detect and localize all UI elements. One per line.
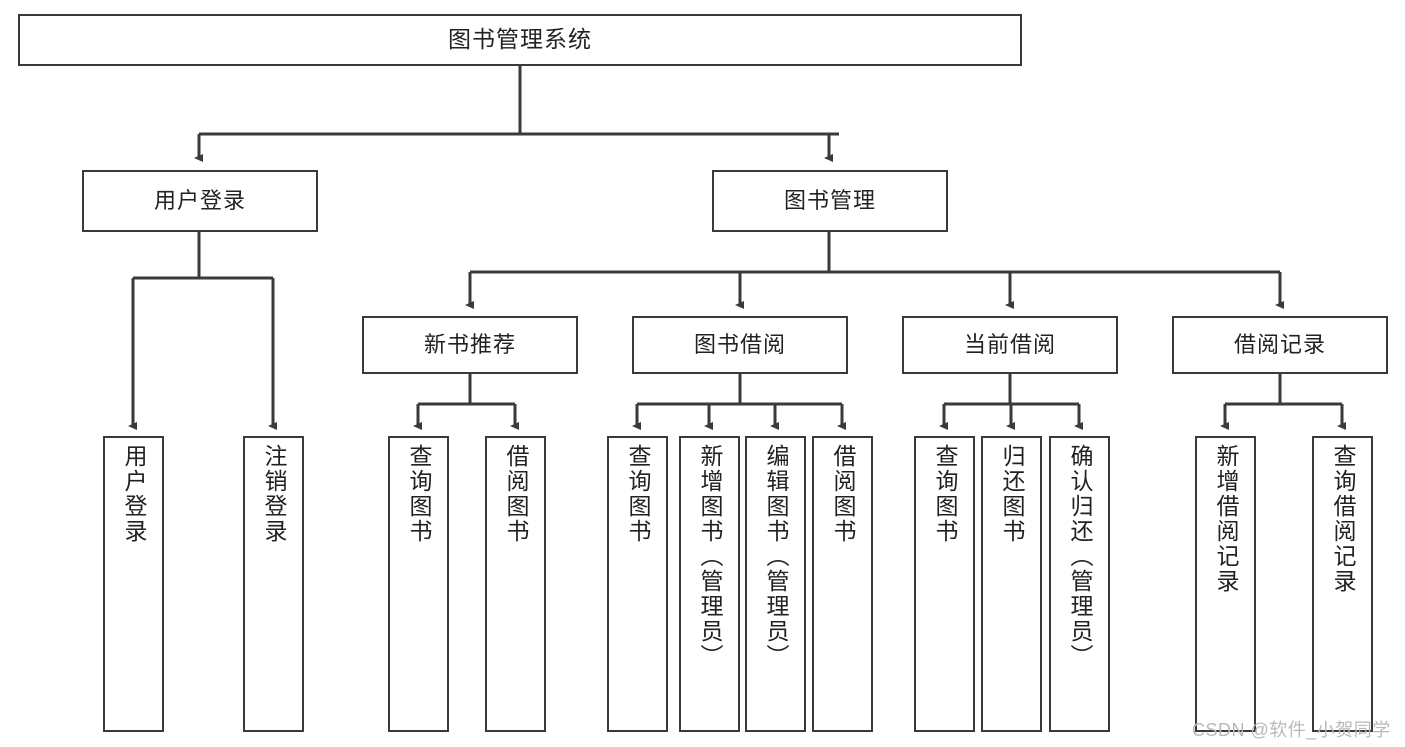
leaf-current-query-book-label: 查询图书 (932, 444, 958, 544)
leaf-add-borrow-record-label: 新增借阅记录 (1213, 444, 1239, 594)
leaf-logout[interactable]: 注销登录 (243, 436, 304, 732)
leaf-borrow-query-book[interactable]: 查询图书 (607, 436, 668, 732)
leaf-user-login-label: 用户登录 (121, 444, 147, 544)
node-borrow-record[interactable]: 借阅记录 (1172, 316, 1388, 374)
node-current-borrow-label: 当前借阅 (963, 332, 1056, 358)
leaf-add-book-admin[interactable]: 新增图书（管理员） (679, 436, 740, 732)
leaf-user-login[interactable]: 用户登录 (103, 436, 164, 732)
node-new-book-recommend[interactable]: 新书推荐 (362, 316, 578, 374)
leaf-query-borrow-record[interactable]: 查询借阅记录 (1312, 436, 1373, 732)
leaf-query-borrow-record-label: 查询借阅记录 (1330, 444, 1356, 594)
leaf-new-book-query-label: 查询图书 (406, 444, 432, 544)
leaf-confirm-return-admin[interactable]: 确认归还（管理员） (1049, 436, 1110, 732)
node-current-borrow[interactable]: 当前借阅 (902, 316, 1118, 374)
leaf-new-book-borrow[interactable]: 借阅图书 (485, 436, 546, 732)
leaf-new-book-borrow-label: 借阅图书 (503, 444, 529, 544)
leaf-edit-book-admin[interactable]: 编辑图书（管理员） (745, 436, 806, 732)
node-new-book-recommend-label: 新书推荐 (423, 332, 516, 358)
leaf-return-book[interactable]: 归还图书 (981, 436, 1042, 732)
leaf-confirm-return-admin-label: 确认归还（管理员） (1067, 444, 1093, 669)
node-book-borrow-label: 图书借阅 (693, 332, 786, 358)
node-user-login-label: 用户登录 (153, 188, 246, 214)
leaf-borrow-book[interactable]: 借阅图书 (812, 436, 873, 732)
node-root-label: 图书管理系统 (448, 26, 592, 53)
leaf-return-book-label: 归还图书 (999, 444, 1025, 544)
leaf-add-book-admin-label: 新增图书（管理员） (697, 444, 723, 669)
node-book-management[interactable]: 图书管理 (712, 170, 948, 232)
leaf-new-book-query[interactable]: 查询图书 (388, 436, 449, 732)
leaf-current-query-book[interactable]: 查询图书 (914, 436, 975, 732)
node-borrow-record-label: 借阅记录 (1233, 332, 1326, 358)
node-book-borrow[interactable]: 图书借阅 (632, 316, 848, 374)
node-root[interactable]: 图书管理系统 (18, 14, 1022, 66)
leaf-edit-book-admin-label: 编辑图书（管理员） (763, 444, 789, 669)
leaf-borrow-book-label: 借阅图书 (830, 444, 856, 544)
leaf-borrow-query-book-label: 查询图书 (625, 444, 651, 544)
node-user-login[interactable]: 用户登录 (82, 170, 318, 232)
leaf-add-borrow-record[interactable]: 新增借阅记录 (1195, 436, 1256, 732)
leaf-logout-label: 注销登录 (261, 444, 287, 544)
node-book-management-label: 图书管理 (783, 188, 876, 214)
